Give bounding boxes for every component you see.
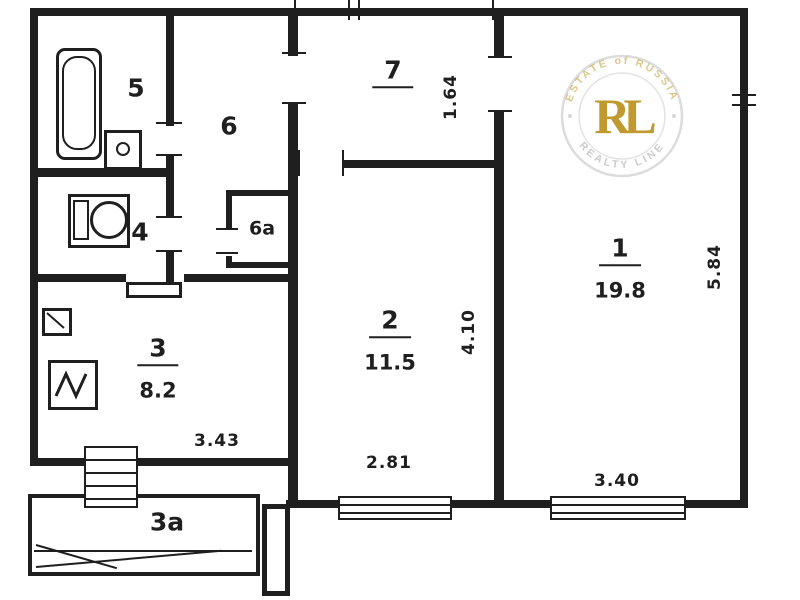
door-tick [282,52,306,54]
room-6-number: 6 [220,111,238,141]
balcony-rail-line [34,550,252,552]
wall-room4-right-lower [166,252,174,282]
dim-room3-width: 3.43 [194,431,240,451]
room-7-number: 7 [372,56,414,88]
bathtub-inner [62,56,96,150]
vent-diagonal-icon [46,312,65,329]
room-3a-number: 3a [149,507,185,537]
watermark-inner-ring [578,72,666,160]
room-1-label: 1 19.8 [594,234,646,302]
wall-6a-bottom [226,262,292,268]
balcony-outline [28,494,260,576]
wall-6a-top [226,190,292,196]
room-2-label: 2 11.5 [364,306,416,374]
room-7-label: 7 [372,56,414,88]
room-2-area: 11.5 [364,349,416,374]
section-tick [732,104,756,106]
door-tick [156,250,182,252]
section-tick [492,0,494,20]
wall-room4-right-upper [166,177,174,218]
room-6a-label: 6a [248,217,276,240]
room-5-label: 5 [127,74,144,102]
wall-room5-room4 [30,168,174,177]
watermark-dot-right [672,114,676,118]
section-tick [732,94,756,96]
room-1-area: 19.8 [594,277,646,302]
door-tick [216,252,238,254]
wall-left [30,8,38,466]
room-4-label: 4 [131,218,148,246]
room-4-number: 4 [131,217,149,247]
wall-room5-right-lower [166,156,174,170]
section-tick [294,0,296,20]
room-6-label: 6 [220,112,237,140]
dim-room2-width: 2.81 [366,453,412,473]
watermark-monogram: RL [594,88,655,144]
window-room1 [550,496,686,520]
door-tick [282,102,306,104]
door-tick [156,154,182,156]
wall-hall-kitchen-left [30,274,126,282]
watermark-logo: ESTATE of RUSSIA REALTY LINE RL [560,54,684,178]
door-tick [156,122,182,124]
building-cross-wall [262,504,290,596]
room-3-label: 3 8.2 [137,334,179,402]
stove-zigzag-icon [54,370,88,400]
wall-divider-lower [288,104,298,500]
door-threshold [126,282,182,298]
watermark-dot-left [568,114,572,118]
balcony-window-block [84,446,138,508]
toilet-bowl [90,201,128,239]
room-3-area: 8.2 [139,377,177,402]
watermark-outer-ring [560,54,684,178]
door-tick [488,110,512,112]
wall-6a-left-upper [226,196,232,230]
wall-hall-kitchen-right [184,274,296,282]
door-tick [216,228,238,230]
section-tick [358,0,360,20]
room-3-number: 3 [137,334,179,366]
wall-top [30,8,748,16]
dim-room1-length: 5.84 [705,244,725,290]
kitchen-stove [48,360,98,410]
door-tick [156,216,182,218]
room-6a-number: 6a [248,217,276,240]
room-5-number: 5 [127,73,145,103]
wall-bottom [286,500,748,508]
wall-6a-left-lower [226,256,232,262]
wall-room1-left-upper [494,8,504,58]
dim-room2-length: 4.10 [459,309,479,355]
room-1-number: 1 [599,234,641,266]
door-tick [342,150,344,176]
dim-room7-depth: 1.64 [441,74,461,120]
wall-right [740,8,748,508]
door-tick [298,150,300,176]
window-room2 [338,496,452,520]
sink-drain-icon [116,142,130,156]
room-3a-label: 3a [150,508,184,536]
toilet-tank [73,200,89,240]
section-tick [348,0,350,20]
wall-room1-left-lower [494,112,504,500]
door-tick [488,56,512,58]
wall-divider-upper [288,8,298,56]
wall-room3-bottom [30,458,294,466]
dim-room1-width: 3.40 [594,471,640,491]
room-2-number: 2 [369,306,411,338]
wall-room7-room2 [344,160,494,168]
wall-room5-right-upper [166,8,174,126]
